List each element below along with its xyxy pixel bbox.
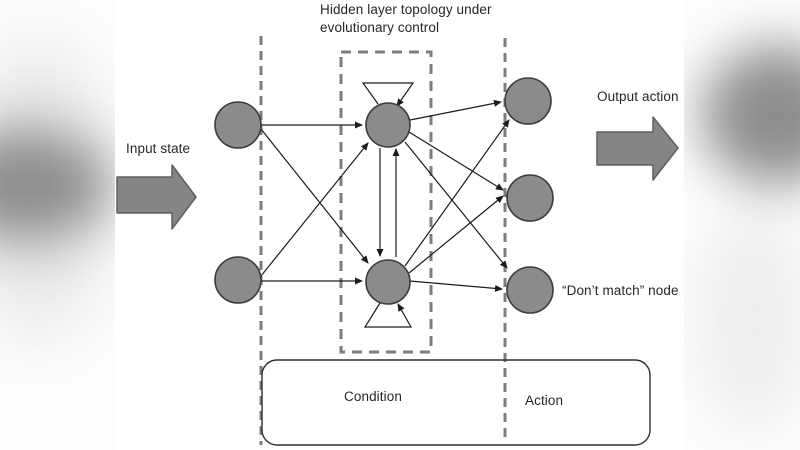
output-action-label: Output action <box>597 89 679 104</box>
edge-hidden2-to-output1 <box>404 119 510 267</box>
edge-hidden1-to-output2 <box>408 131 504 191</box>
input-node-1 <box>214 101 262 149</box>
edge-hidden1-to-output1 <box>409 99 502 121</box>
input-node-2 <box>214 256 262 304</box>
edge-input1-to-hidden2 <box>260 128 369 264</box>
hidden2-self-loop <box>363 302 413 328</box>
input-state-label: Input state <box>126 141 191 156</box>
condition-label: Condition <box>344 389 402 404</box>
blurred-backdrop-right-wash <box>695 210 800 430</box>
dont-match-node-label: “Don’t match” node <box>562 283 679 298</box>
hidden-layer-dashed-box <box>339 50 433 354</box>
output-action-arrow <box>596 116 679 181</box>
edge-hidden2-to-output2 <box>408 195 504 274</box>
edge-hidden2-to-output3 <box>409 280 503 292</box>
condition-action-box <box>261 359 651 446</box>
hidden-node-2 <box>365 259 411 305</box>
hidden-layer-caption-line2: evolutionary control <box>320 20 440 35</box>
output-node-2 <box>506 174 554 222</box>
action-label: Action <box>525 393 564 408</box>
edge-input2-to-hidden1 <box>260 142 369 277</box>
edge-hidden1-to-output3 <box>404 141 508 269</box>
hidden-layer-caption-line1: Hidden layer topology under <box>320 2 492 17</box>
slide-background <box>115 0 684 450</box>
hidden-node-1 <box>365 102 411 148</box>
output-node-1 <box>504 77 552 125</box>
hidden1-self-loop <box>361 82 415 107</box>
output-node-3 <box>506 266 554 314</box>
input-state-arrow <box>116 164 197 230</box>
